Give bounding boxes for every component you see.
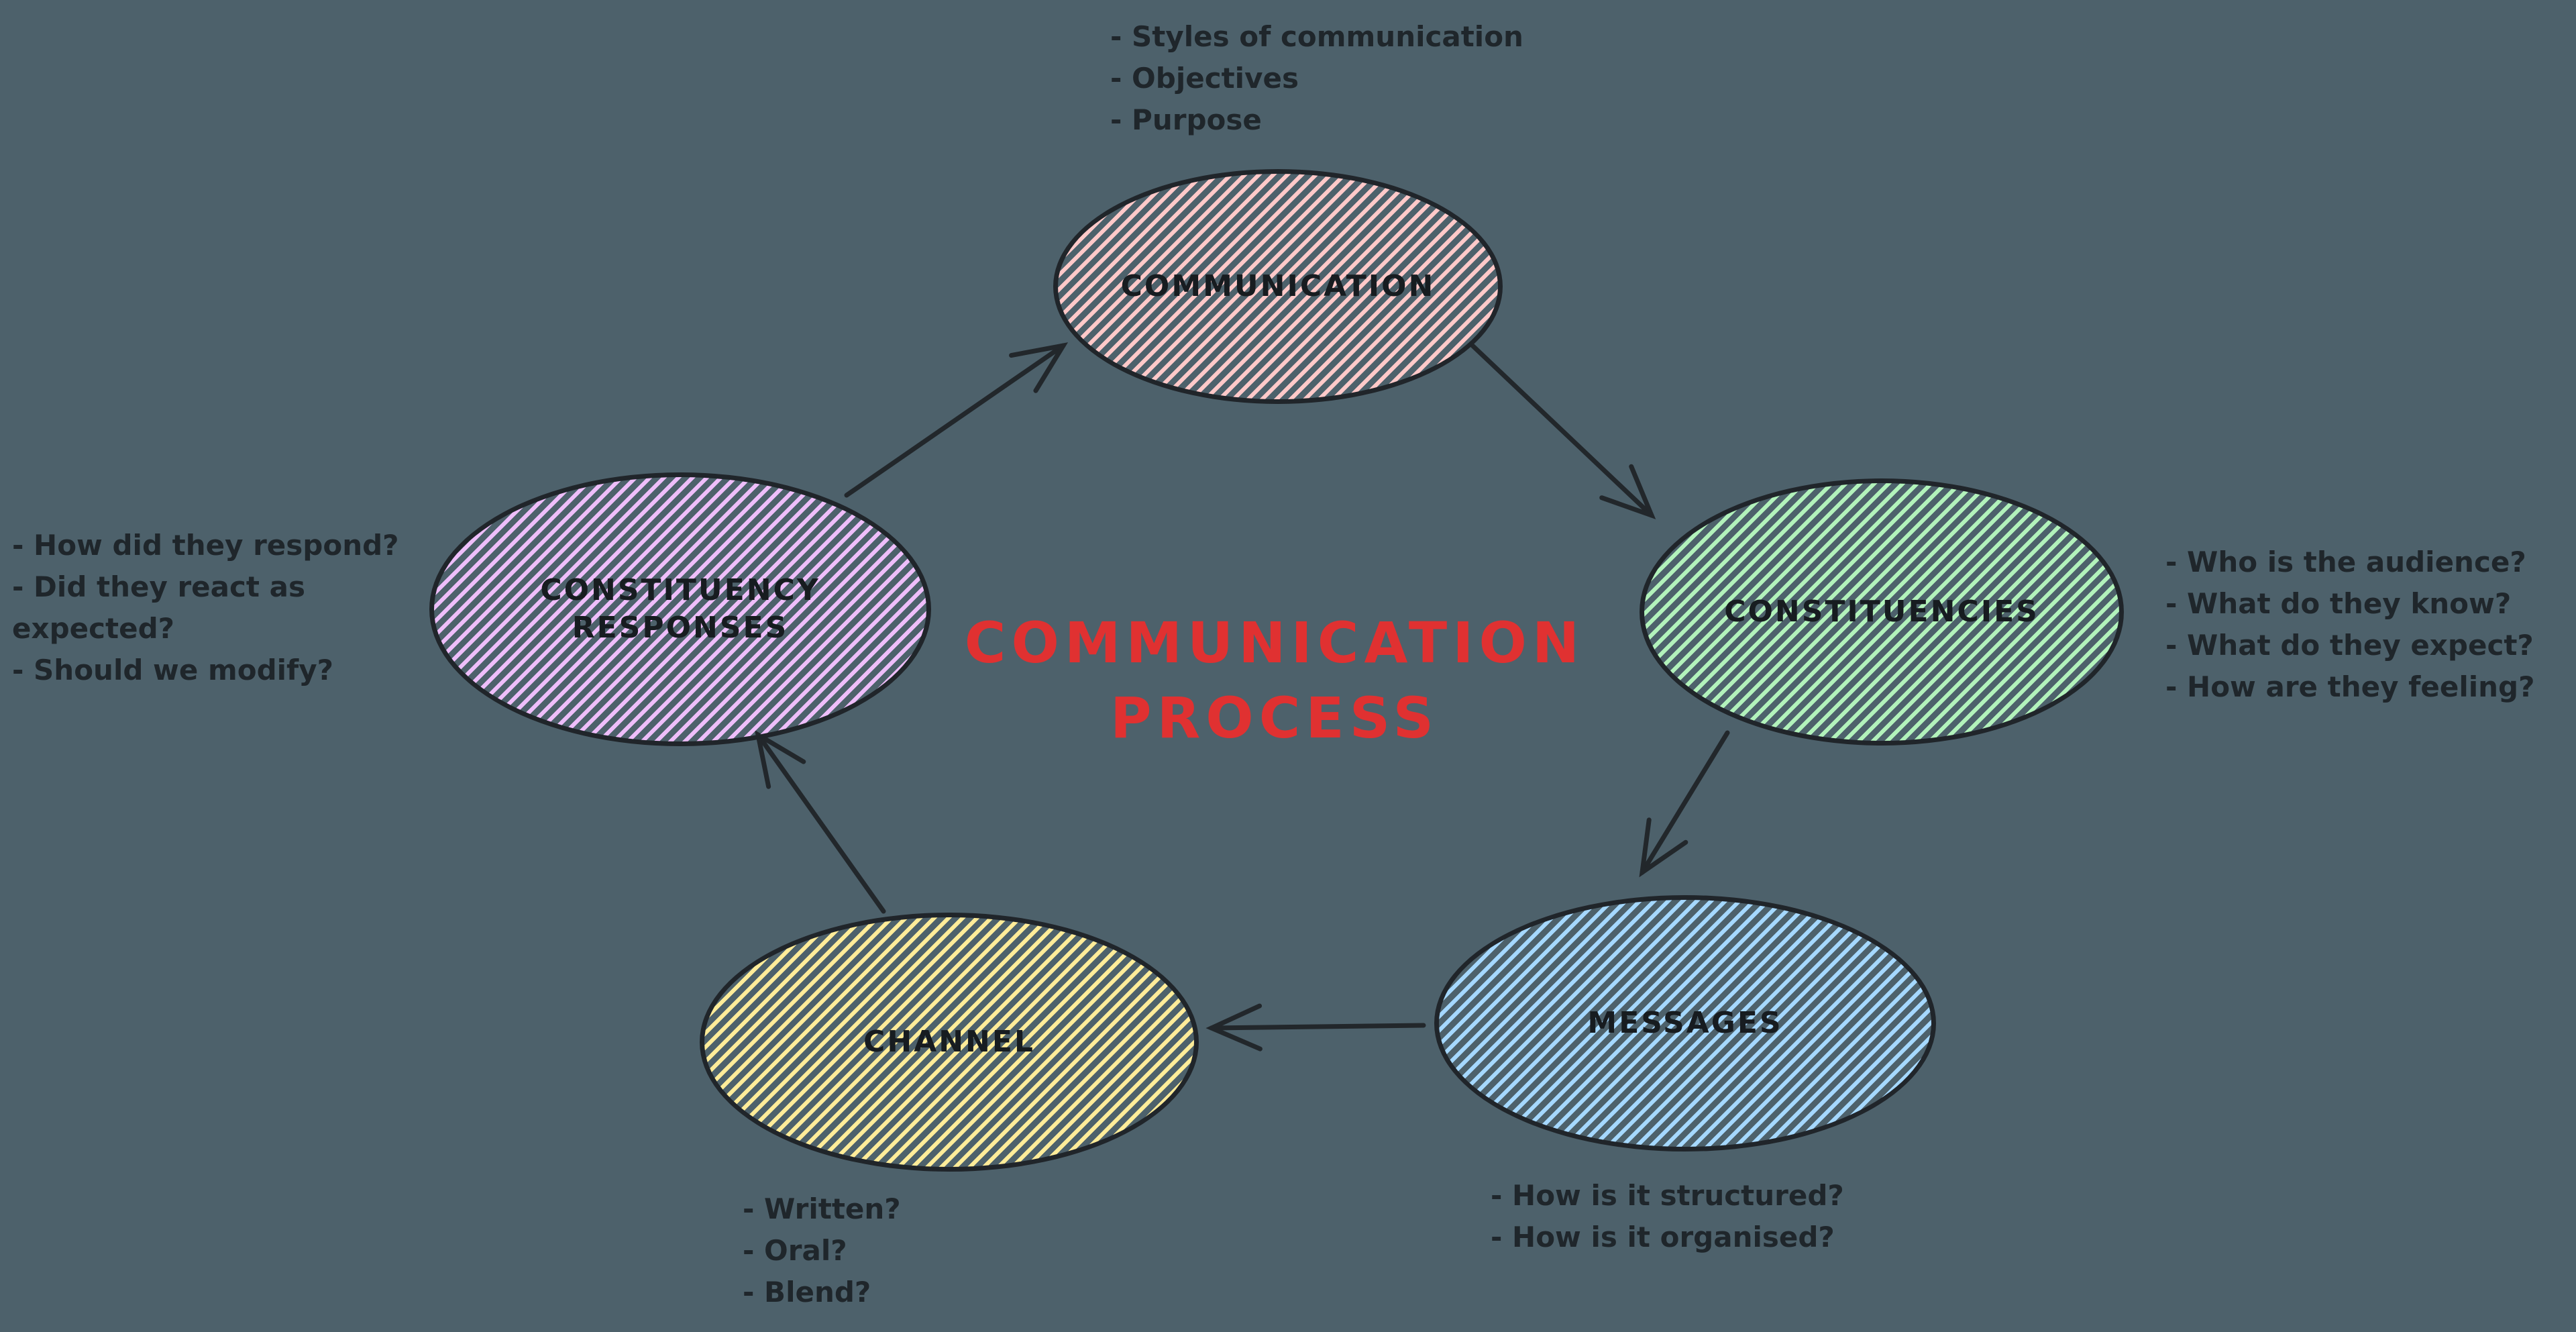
text-line: - Styles of communication (1110, 20, 1523, 53)
text-line: CONSTITUENCY (540, 573, 820, 607)
annotation-messages: - How is it structured? - How is it organ… (1491, 1175, 1844, 1258)
node-channel: CHANNEL (700, 913, 1199, 1172)
node-communication: COMMUNICATION (1053, 169, 1503, 404)
text-line: - Oral? (743, 1234, 847, 1267)
text-line: - Who is the audience? (2165, 546, 2526, 578)
arrow-channel-to-constituency-responses (755, 729, 886, 914)
text-line: - How did they respond? (12, 529, 399, 562)
arrow-messages-to-channel (1205, 1003, 1426, 1052)
annotation-constituencies: - Who is the audience? - What do they kno… (2165, 542, 2534, 708)
node-constituency-responses: CONSTITUENCY RESPONSES (429, 472, 931, 746)
text-line: CHANNEL (863, 1025, 1035, 1059)
text-line: - What do they know? (2165, 587, 2512, 620)
text-line: - Written? (743, 1192, 901, 1225)
node-messages: MESSAGES (1434, 895, 1936, 1151)
text-line: COMMUNICATION (1120, 269, 1436, 303)
arrow-constituencies-to-messages (1639, 730, 1730, 878)
text-line: RESPONSES (572, 611, 789, 645)
text-line: - Did they react as (12, 570, 305, 603)
text-line: CONSTITUENCIES (1724, 595, 2039, 629)
text-line: - How are they feeling? (2165, 670, 2535, 703)
annotation-constituency-responses: - How did they respond? - Did they react … (12, 525, 399, 691)
text-line: PROCESS (1110, 685, 1439, 751)
text-line: COMMUNICATION (964, 610, 1585, 676)
diagram-title: COMMUNICATION PROCESS (953, 605, 1597, 756)
text-line: - How is it organised? (1491, 1221, 1835, 1253)
arrow-constituency-responses-to-communication (844, 342, 1069, 498)
text-line: - Objectives (1110, 62, 1299, 95)
text-line: - Should we modify? (12, 654, 334, 686)
node-constituencies: CONSTITUENCIES (1640, 478, 2124, 746)
arrow-communication-to-constituencies (1470, 343, 1656, 519)
text-line: - How is it structured? (1491, 1179, 1844, 1212)
text-line: - Purpose (1110, 103, 1262, 136)
text-line: expected? (12, 612, 175, 645)
text-line: - What do they expect? (2165, 629, 2534, 662)
text-line: - Blend? (743, 1276, 871, 1309)
annotation-channel: - Written? - Oral? - Blend? (743, 1188, 901, 1313)
text-line: MESSAGES (1587, 1006, 1783, 1040)
annotation-communication: - Styles of communication - Objectives - P… (1110, 16, 1523, 141)
